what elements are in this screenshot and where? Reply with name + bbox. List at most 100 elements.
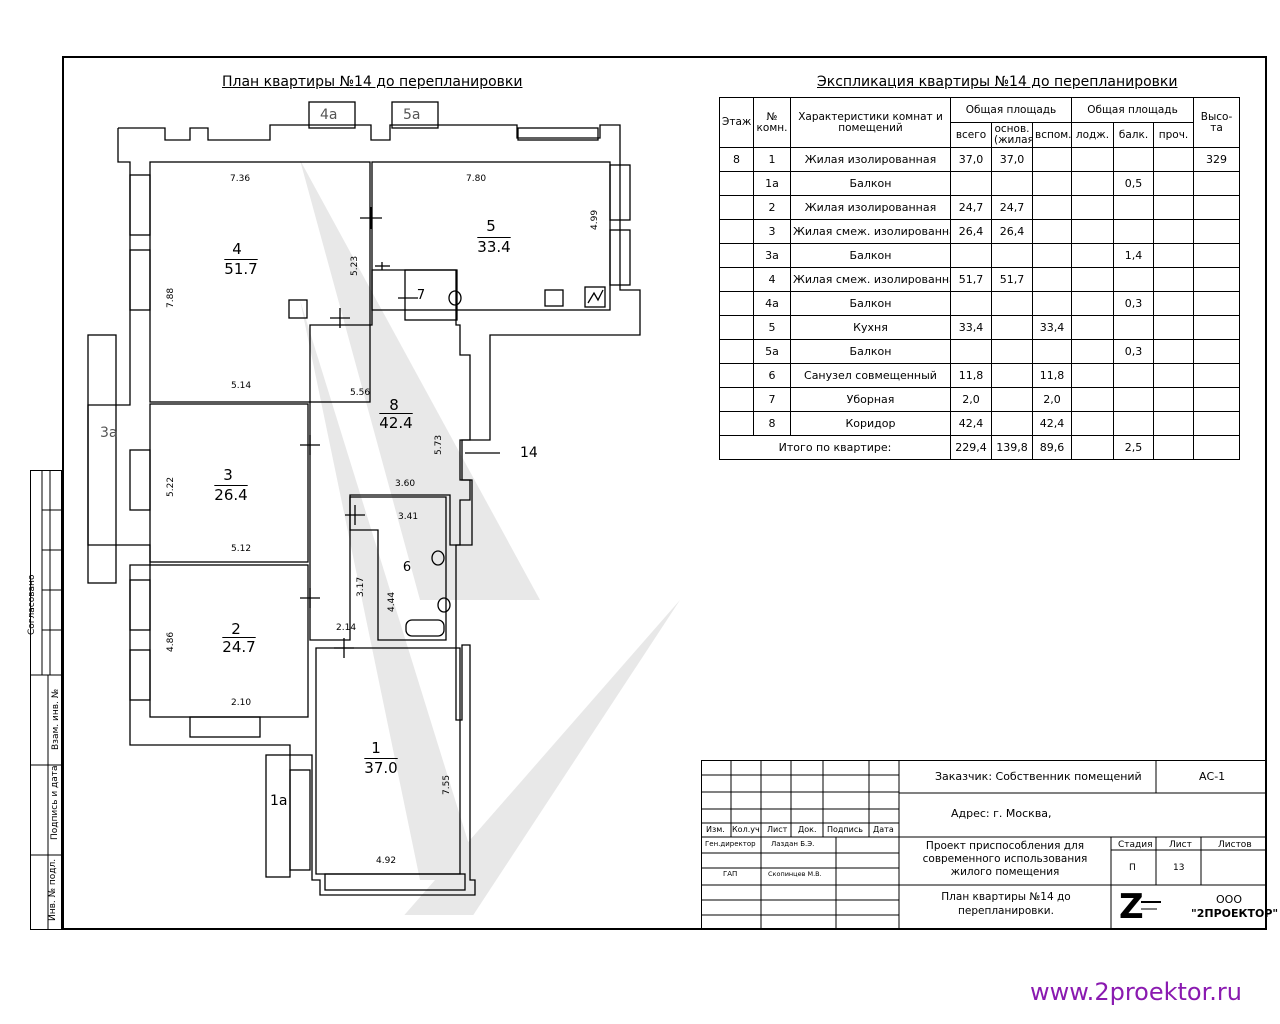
- cell-other: [1153, 291, 1195, 316]
- name-director: Лаздан Б.Э.: [771, 840, 815, 848]
- cell-loggia: [1071, 243, 1115, 268]
- cell-all: 24,7: [950, 195, 992, 220]
- cell-height: [1193, 243, 1241, 268]
- col-change: Изм.: [706, 825, 725, 834]
- cell-balc: 0,3: [1113, 291, 1155, 316]
- col-aux: вспом.: [1031, 122, 1073, 148]
- room-6-wall: [349, 496, 447, 641]
- cell-all: 42,4: [950, 411, 992, 436]
- room-7-number: 7: [416, 288, 426, 303]
- dim-492: 4.92: [376, 856, 397, 866]
- cell-balc: 0,3: [1113, 339, 1155, 364]
- cell-balc: [1113, 195, 1155, 220]
- sheet-header: Лист: [1169, 840, 1192, 850]
- cell-floor: [719, 387, 754, 412]
- cell-num: 6: [753, 363, 791, 388]
- total-aux: 89,6: [1031, 435, 1073, 460]
- room-1-area: 37.0: [364, 759, 398, 777]
- cell-desc: Уборная: [790, 387, 951, 412]
- cell-loggia: [1071, 291, 1115, 316]
- cell-floor: [719, 267, 754, 292]
- total-loggia: [1071, 435, 1115, 460]
- cell-all: 33,4: [950, 315, 992, 340]
- cell-all: 11,8: [950, 363, 992, 388]
- cell-balc: [1113, 315, 1155, 340]
- cell-other: [1153, 411, 1195, 436]
- col-desc: Характеристики комнат и помещений: [790, 97, 951, 148]
- dim-486: 4.86: [166, 631, 176, 652]
- logo-mark: [1141, 901, 1161, 910]
- room-8-area: 42.4: [379, 414, 413, 432]
- cell-floor: [719, 411, 754, 436]
- col-all: всего: [950, 122, 992, 148]
- cell-height: [1193, 291, 1241, 316]
- room-3-area: 26.4: [214, 486, 248, 504]
- floor-plan: [87, 101, 680, 915]
- cell-desc: Жилая изолированная: [790, 195, 951, 220]
- cell-height: [1193, 171, 1241, 196]
- website-link[interactable]: www.2proektor.ru: [1030, 978, 1242, 1006]
- side-inv-ref: Взам. инв. №: [51, 688, 61, 750]
- side-stamp: Согласовано Взам. инв. № Подпись и дата …: [27, 469, 62, 930]
- balcony-5a-label: 5а: [403, 107, 421, 123]
- cell-floor: [719, 171, 754, 196]
- cell-loggia: [1071, 363, 1115, 388]
- cell-main: 37,0: [991, 147, 1033, 172]
- cell-loggia: [1071, 171, 1115, 196]
- col-total-area: Общая площадь: [949, 97, 1073, 123]
- cell-all: 51,7: [950, 267, 992, 292]
- dim-210: 2.10: [231, 698, 252, 708]
- cell-floor: [719, 315, 754, 340]
- cell-desc: Жилая смеж. изолированная: [790, 219, 951, 244]
- cell-all: [950, 291, 992, 316]
- cell-aux: [1031, 291, 1073, 316]
- cell-height: [1193, 339, 1241, 364]
- role-director: Ген.директор: [705, 840, 756, 848]
- cell-height: [1193, 387, 1241, 412]
- cell-aux: 11,8: [1031, 363, 1073, 388]
- cell-main: [991, 291, 1033, 316]
- cell-other: [1153, 243, 1195, 268]
- cell-aux: [1031, 267, 1073, 292]
- cell-loggia: [1071, 315, 1115, 340]
- room-2-area: 24.7: [222, 638, 256, 656]
- cell-main: [991, 243, 1033, 268]
- cell-desc: Балкон: [790, 243, 951, 268]
- col-doc: Док.: [798, 825, 817, 834]
- room-2-number: 2: [231, 620, 241, 638]
- dim-556: 5.56: [350, 388, 371, 398]
- cell-floor: [719, 195, 754, 220]
- dim-573: 5.73: [434, 434, 444, 455]
- cell-other: [1153, 147, 1195, 172]
- cell-aux: [1031, 195, 1073, 220]
- sheets-header: Листов: [1218, 840, 1252, 850]
- col-count: Кол.уч: [732, 825, 760, 834]
- cell-height: [1193, 267, 1241, 292]
- room-8-wall: [309, 269, 471, 641]
- col-main: основ. (жилая): [991, 122, 1033, 148]
- cell-desc: Жилая смеж. изолированная: [790, 267, 951, 292]
- plan-title: План квартиры №14 до перепланировки: [222, 74, 523, 90]
- cell-main: [991, 363, 1033, 388]
- cell-aux: [1031, 171, 1073, 196]
- cell-balc: [1113, 147, 1155, 172]
- cell-main: [991, 387, 1033, 412]
- cell-aux: [1031, 339, 1073, 364]
- customer: Заказчик: Собственник помещений: [935, 770, 1142, 783]
- explication-title: Экспликация квартиры №14 до перепланиров…: [817, 74, 1178, 90]
- cell-main: 24,7: [991, 195, 1033, 220]
- cell-floor: [719, 363, 754, 388]
- org-line-1: ООО: [1216, 893, 1242, 906]
- cell-num: 2: [753, 195, 791, 220]
- cell-other: [1153, 387, 1195, 412]
- room-8-number: 8: [389, 396, 399, 414]
- room-1-number: 1: [371, 739, 381, 757]
- side-inv-orig: Инв. № подл.: [48, 858, 58, 921]
- dim-523: 5.23: [350, 255, 360, 276]
